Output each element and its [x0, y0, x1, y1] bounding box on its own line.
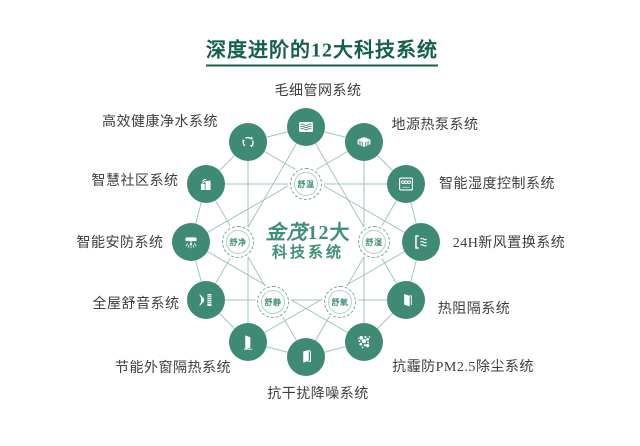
label-heat-barrier: 热阻隔系统: [437, 302, 511, 317]
label-pm25-dust-removal: 抗霾防PM2.5除尘系统: [392, 360, 534, 375]
system-node-water-purification: [229, 123, 267, 161]
system-node-heat-barrier: [387, 281, 425, 319]
badge-comfort-clean: 舒净: [222, 226, 254, 258]
label-water-purification: 高效健康净水系统: [102, 115, 218, 130]
page-title: 深度进阶的12大科技系统: [206, 34, 438, 67]
water-purification-icon: [242, 136, 254, 148]
label-ground-source-heat-pump: 地源热泵系统: [391, 118, 479, 133]
badge-comfort-temperature: 舒温: [290, 168, 322, 200]
center-title: 金茂12大 科技系统: [266, 222, 351, 262]
noise-reduction-icon: [303, 349, 311, 363]
heat-barrier-icon: [404, 294, 412, 307]
capillary-network-icon: [299, 121, 313, 133]
window-insulation-icon: [243, 335, 253, 350]
fresh-air-exchange-icon: [415, 235, 427, 249]
badge-label: 舒温: [294, 172, 318, 196]
label-acoustic-comfort: 全屋舒音系统: [92, 297, 180, 312]
center-title-line1-rest: 12大: [307, 221, 351, 244]
smart-security-icon: [185, 237, 197, 249]
system-node-humidity-control: [387, 165, 425, 203]
system-node-capillary-network: [287, 108, 325, 146]
system-node-ground-source-heat-pump: [345, 123, 383, 161]
pm25-dust-removal-icon: [357, 335, 371, 349]
badge-label: 舒氧: [328, 290, 352, 314]
label-smart-security: 智能安防系统: [76, 236, 164, 251]
acoustic-comfort-icon: [199, 294, 212, 306]
label-smart-community: 智慧社区系统: [91, 174, 179, 189]
label-capillary-network: 毛细管网系统: [274, 84, 362, 99]
badge-comfort-humidity: 舒湿: [358, 226, 390, 258]
humidity-control-icon: [398, 177, 414, 191]
system-node-smart-community: [187, 165, 225, 203]
system-node-window-insulation: [229, 323, 267, 361]
smart-community-icon: [200, 178, 211, 190]
badge-label: 舒静: [261, 290, 285, 314]
label-fresh-air-exchange: 24H新风置换系统: [452, 236, 566, 251]
label-noise-reduction: 抗干扰降噪系统: [267, 387, 369, 402]
center-title-line1: 金茂12大: [266, 222, 351, 245]
badge-label: 舒净: [226, 230, 250, 254]
label-humidity-control: 智能湿度控制系统: [439, 177, 555, 192]
system-node-pm25-dust-removal: [345, 323, 383, 361]
ground-source-heat-pump-icon: [357, 136, 371, 148]
brand-name: 金茂: [265, 221, 308, 244]
system-node-acoustic-comfort: [187, 281, 225, 319]
badge-comfort-oxygen: 舒氧: [324, 286, 356, 318]
badge-comfort-quiet: 舒静: [257, 286, 289, 318]
system-node-noise-reduction: [287, 338, 325, 376]
label-window-insulation: 节能外窗隔热系统: [115, 361, 231, 376]
center-title-line2: 科技系统: [271, 244, 344, 261]
system-node-fresh-air-exchange: [402, 223, 440, 261]
badge-label: 舒湿: [362, 230, 386, 254]
system-node-smart-security: [172, 223, 210, 261]
